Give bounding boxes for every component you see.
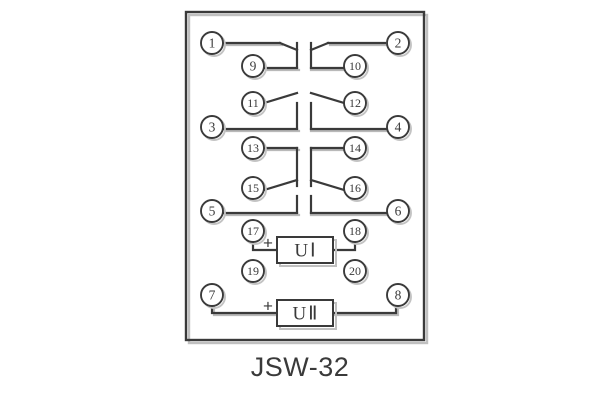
coil-u1: UⅠ +	[263, 234, 337, 267]
terminal-17[interactable]: 17	[241, 219, 267, 245]
terminal-2[interactable]: 2	[386, 31, 412, 57]
relay-enclosure	[184, 10, 429, 345]
terminal-12[interactable]: 12	[343, 91, 369, 117]
terminal-8-label: 8	[395, 288, 402, 303]
terminal-12-label: 12	[349, 96, 361, 110]
coil-u1-polarity: +	[263, 234, 273, 253]
terminal-1[interactable]: 1	[200, 31, 226, 57]
terminal-15[interactable]: 15	[241, 176, 267, 202]
terminal-6-label: 6	[395, 204, 402, 219]
terminal-13[interactable]: 13	[241, 136, 267, 162]
contact-group-4-12	[309, 91, 391, 133]
terminal-14-label: 14	[349, 141, 361, 155]
terminal-16[interactable]: 16	[343, 176, 369, 202]
terminal-3-label: 3	[209, 120, 216, 135]
terminal-9-label: 9	[250, 59, 257, 74]
terminal-7[interactable]: 7	[200, 283, 226, 309]
terminal-19[interactable]: 19	[241, 259, 267, 285]
contact-group-6-14-16	[309, 146, 391, 217]
terminal-10[interactable]: 10	[343, 54, 369, 80]
terminal-7-label: 7	[209, 288, 216, 303]
contact-group-5-13-15	[221, 146, 301, 217]
terminal-18-label: 18	[349, 224, 361, 238]
terminal-20[interactable]: 20	[343, 259, 369, 285]
terminal-15-label: 15	[247, 181, 259, 195]
terminal-2-label: 2	[395, 36, 402, 51]
contact-group-3-11	[221, 91, 301, 133]
terminal-16-label: 16	[349, 181, 361, 195]
terminal-14[interactable]: 14	[343, 136, 369, 162]
terminal-8[interactable]: 8	[386, 283, 412, 309]
terminal-4-label: 4	[395, 120, 402, 135]
terminal-5[interactable]: 5	[200, 199, 226, 225]
terminal-13-label: 13	[247, 141, 259, 155]
terminal-6[interactable]: 6	[386, 199, 412, 225]
terminal-10-label: 10	[349, 59, 361, 73]
terminal-11[interactable]: 11	[241, 91, 267, 117]
terminal-1-label: 1	[209, 36, 216, 51]
terminal-20-label: 20	[349, 264, 361, 278]
diagram-title: JSW-32	[250, 352, 350, 382]
coil-u1-label: UⅠ	[294, 241, 317, 262]
contact-group-1-9	[221, 41, 301, 72]
terminal-18[interactable]: 18	[343, 219, 369, 245]
coil-u2-polarity: +	[263, 297, 273, 316]
terminal-5-label: 5	[209, 204, 216, 219]
coil-u2-label: UⅡ	[292, 304, 319, 325]
terminal-4[interactable]: 4	[386, 115, 412, 141]
terminal-11-label: 11	[247, 96, 259, 110]
coil-u2: UⅡ +	[263, 297, 337, 330]
contact-group-2-10	[309, 41, 389, 72]
terminal-19-label: 19	[247, 264, 259, 278]
terminal-3[interactable]: 3	[200, 115, 226, 141]
terminal-17-label: 17	[247, 224, 259, 238]
terminal-9[interactable]: 9	[241, 54, 267, 80]
